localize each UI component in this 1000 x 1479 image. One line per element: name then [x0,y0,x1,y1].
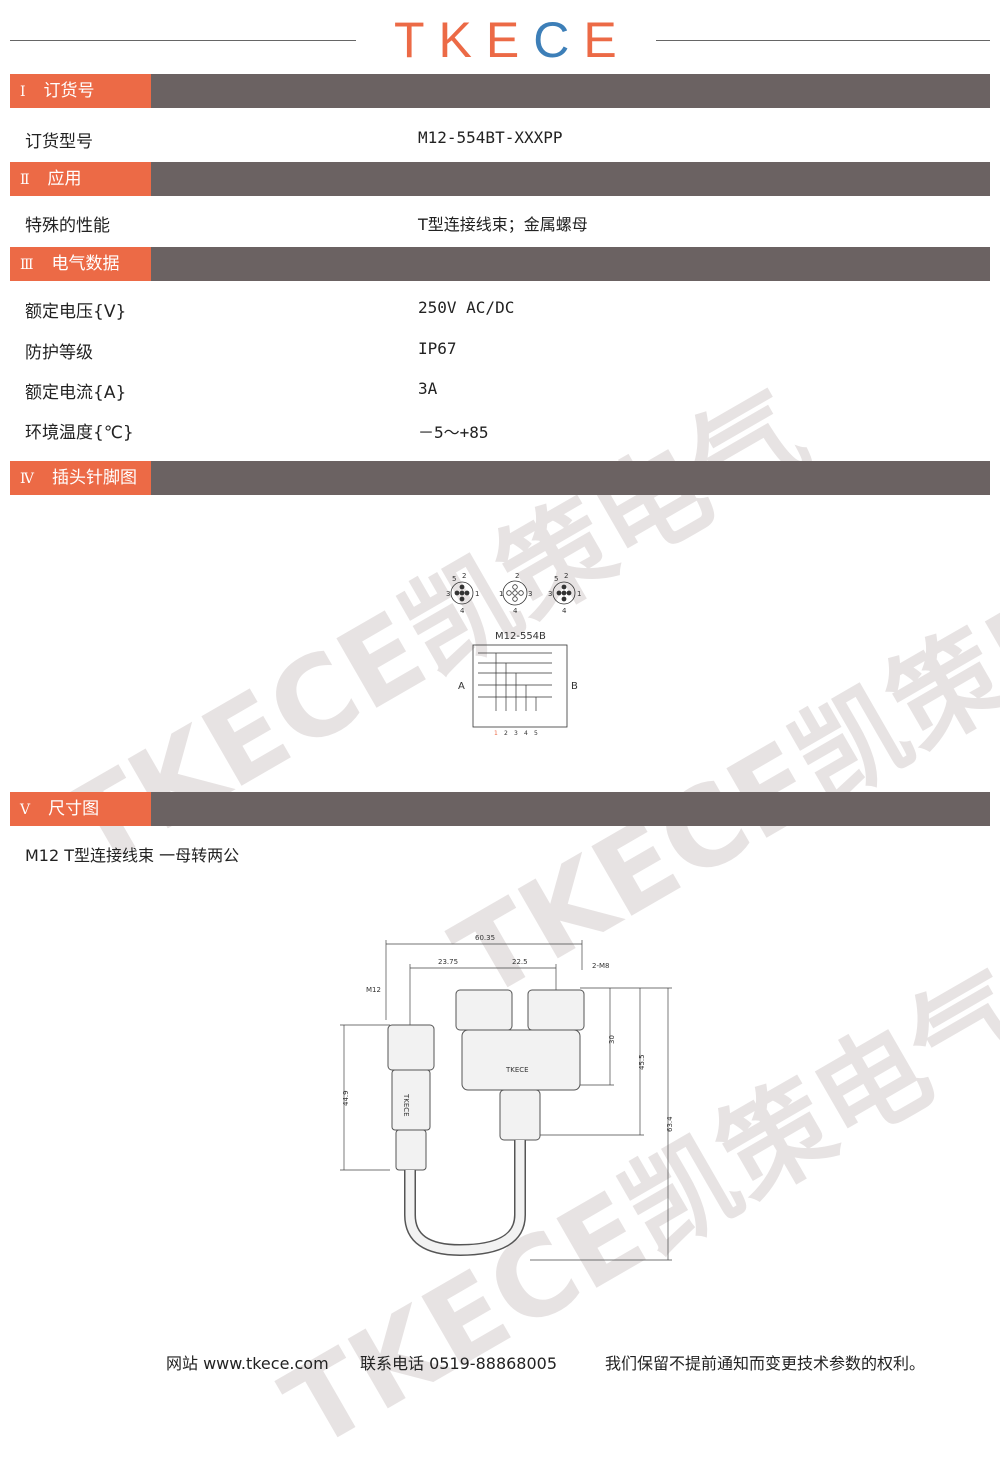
brand-mark: TKECE [402,1093,410,1117]
rated-current-label: 额定电流{A} [25,383,127,403]
section-title: 电气数据 [51,254,120,274]
connector-face-male-b [552,581,576,605]
section-application-header: Ⅱ 应用 [10,162,990,196]
dim-label: 60.35 [475,934,495,942]
protection-value: IP67 [418,339,457,358]
pin-label: 3 [514,730,518,737]
pin-diagram-model: M12-554B [495,631,546,642]
side-a-label: A [458,681,465,692]
dim-label: 22.5 [512,958,528,966]
dimension-drawing: TKECE TKECE 60.35 23.75 22.5 2-M8 M12 30… [340,934,674,1261]
wiring-lines [478,652,552,711]
dimension-labels: 60.35 23.75 22.5 2-M8 M12 30 45.5 44.9 6… [342,934,674,1132]
logo-letter: E [485,12,524,68]
header-rule-left [10,40,356,41]
side-b-label: B [571,681,578,692]
logo-letter: T [394,12,429,68]
brand-mark: TKECE [505,1066,529,1074]
section-title: 订货号 [43,81,95,101]
temperature-value: －5～+85 [418,423,489,442]
dim-label: 2-M8 [592,962,609,970]
section-tag: Ⅰ 订货号 [10,74,151,108]
pin-label: 2 [515,572,519,580]
dim-label: 23.75 [438,958,458,966]
connector-face-male [450,581,474,605]
rated-voltage-value: 250V AC/DC [418,298,515,317]
dim-label: M12 [366,986,381,994]
footer-website: 网站 www.tkece.com [166,1354,329,1373]
order-label: 订货型号 [25,132,93,152]
pin-diagram: 5 2 3 1 4 2 1 3 4 5 2 3 1 4 M12-554B A B… [446,572,581,737]
section-number: Ⅱ [20,172,30,188]
section-tag: Ⅳ 插头针脚图 [10,461,151,495]
footer-disclaimer: 我们保留不提前通知而变更技术参数的权利。 [605,1354,926,1373]
dim-label: 45.5 [638,1054,646,1070]
dim-label: 30 [608,1035,616,1044]
pin-label: 1 [577,590,581,598]
dim-label: 63.4 [666,1116,674,1132]
pin-label: 5 [452,575,456,583]
temperature-label: 环境温度{℃} [25,423,134,443]
dim-label: 44.9 [342,1090,350,1106]
footer-phone: 联系电话 0519-88868005 [360,1354,558,1373]
pin-label: 5 [554,575,558,583]
order-value: M12-554BT-XXXPP [418,128,563,147]
pin-label: 1 [499,590,503,598]
logo-letter: C [533,12,574,68]
pin-label: 4 [513,607,518,615]
pin-label: 2 [504,730,508,737]
logo-letter: E [583,12,621,68]
application-value: T型连接线束；金属螺母 [418,215,588,234]
pin-label: 4 [460,607,465,615]
pin-label: 4 [524,730,528,737]
section-tag: Ⅲ 电气数据 [10,247,151,281]
protection-label: 防护等级 [25,343,93,363]
section-number: Ⅲ [20,257,34,273]
section-tag: Ⅴ 尺寸图 [10,792,151,826]
wiring-box [472,644,568,728]
section-title: 应用 [47,169,82,189]
pin-label: 2 [462,572,466,580]
rated-current-value: 3A [418,379,438,398]
section-tag: Ⅱ 应用 [10,162,151,196]
section-electrical-header: Ⅲ 电气数据 [10,247,990,281]
section-dimension-header: Ⅴ 尺寸图 [10,792,990,826]
header-rule-right [656,40,990,41]
pin-label: 1 [475,590,479,598]
section-number: Ⅳ [20,471,34,487]
brand-logo: T K E C E [394,12,617,68]
connector-face-female [502,580,528,606]
rated-voltage-label: 额定电压{V} [25,302,127,322]
pin-label: 2 [564,572,568,580]
pin-label: 5 [534,730,538,737]
bottom-pin-numbers: 1 2 3 4 5 [494,730,538,737]
dimension-caption: M12 T型连接线束 一母转两公 [25,846,240,865]
pin-label: 3 [528,590,532,598]
pin-label: 3 [446,590,450,598]
section-number: Ⅴ [20,802,31,818]
pin-label: 3 [548,590,552,598]
pin-number-labels: 5 2 3 1 4 2 1 3 4 5 2 3 1 4 [446,572,581,615]
section-number: Ⅰ [20,84,26,100]
section-pin-header: Ⅳ 插头针脚图 [10,461,990,495]
section-title: 尺寸图 [48,799,100,819]
application-label: 特殊的性能 [25,216,110,236]
logo-letter: K [438,12,476,68]
connector-body [387,989,585,1171]
section-order-header: Ⅰ 订货号 [10,74,990,108]
section-title: 插头针脚图 [52,468,137,488]
pin-label: 4 [562,607,567,615]
pin-label: 1 [494,730,498,737]
